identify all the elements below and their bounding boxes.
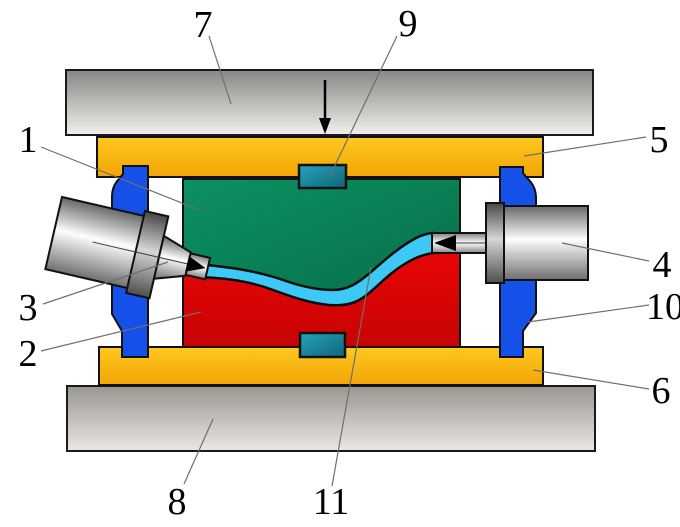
label-1: 1 (19, 119, 38, 161)
leader-8 (183, 418, 214, 485)
leader-9 (328, 35, 398, 179)
right-punch-body (503, 205, 589, 281)
label-4: 4 (653, 244, 672, 286)
right-feed-arrow-icon (434, 235, 456, 251)
leader-5 (523, 136, 647, 157)
labels: 1 2 3 4 5 6 7 8 9 10 11 (19, 3, 680, 523)
lower-press-plate (66, 385, 596, 452)
right-punch-collar (485, 202, 505, 284)
left-feed-arrow-icon (185, 256, 206, 272)
left-punch-axis-line (92, 241, 202, 268)
bottom-insert-block (298, 331, 347, 359)
label-2: 2 (19, 333, 38, 375)
label-8: 8 (168, 481, 187, 523)
label-7: 7 (194, 4, 213, 46)
label-11: 11 (313, 481, 350, 523)
leader-2 (40, 311, 202, 352)
left-punch (44, 195, 212, 300)
leader-11 (331, 266, 372, 487)
label-6: 6 (652, 370, 671, 412)
leader-10 (527, 304, 650, 323)
leader-4 (561, 242, 650, 262)
leader-6 (532, 369, 650, 390)
label-3: 3 (19, 287, 38, 329)
leader-7 (208, 35, 232, 105)
upper-press-plate (65, 69, 594, 136)
label-10: 10 (646, 286, 680, 328)
leader-3 (42, 261, 169, 305)
top-insert-block (297, 163, 348, 190)
press-direction-arrow-icon (319, 80, 331, 134)
leader-lines (40, 35, 650, 487)
label-5: 5 (650, 119, 669, 161)
left-punch-nose (152, 234, 192, 280)
label-9: 9 (399, 3, 418, 45)
leader-1 (40, 146, 203, 212)
right-punch (431, 202, 589, 284)
